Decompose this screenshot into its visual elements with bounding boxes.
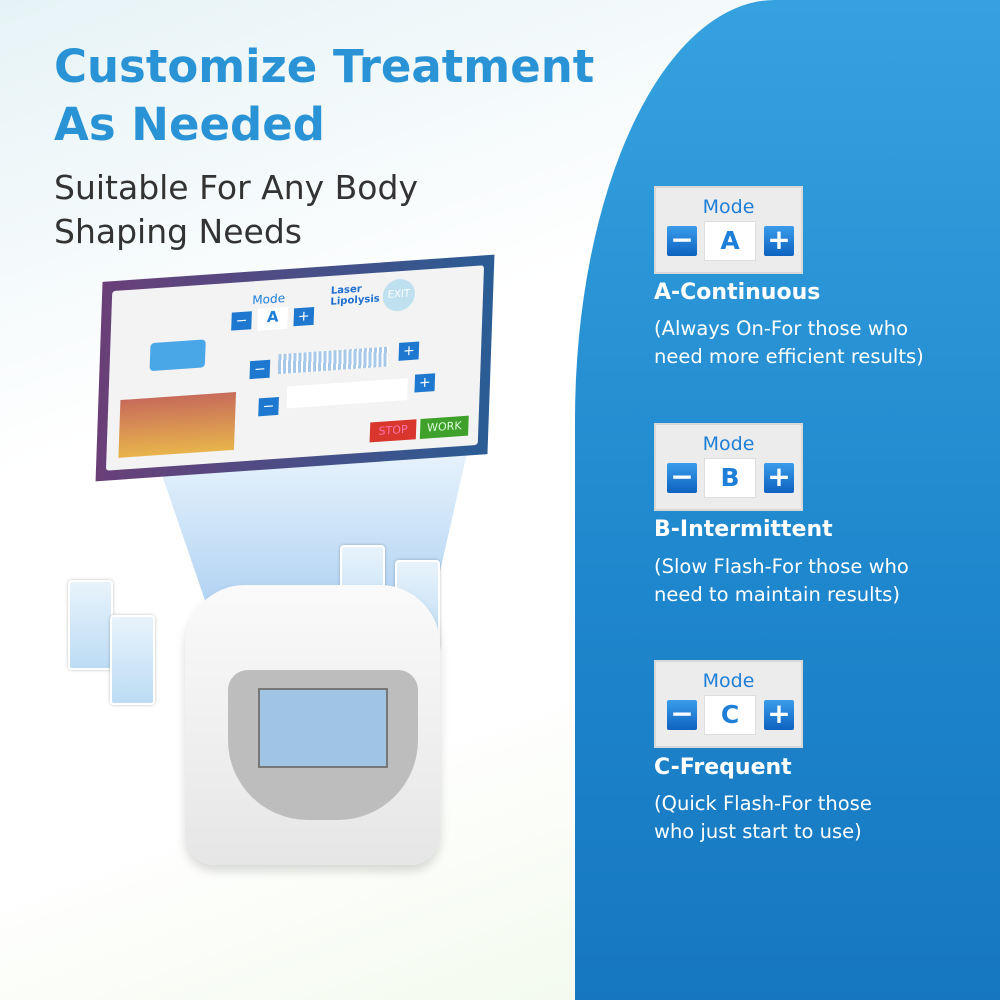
mode-description: (Always On-For those who need more effici… (654, 315, 974, 371)
minus-button[interactable]: − (667, 226, 697, 256)
mode-label: Mode (702, 196, 755, 218)
subtitle-line: Shaping Needs (54, 212, 302, 251)
time-minus-button[interactable]: − (258, 396, 279, 417)
mode-description: (Slow Flash-For those who need to maintai… (654, 553, 974, 609)
plus-button[interactable]: + (764, 463, 794, 493)
screen-mode-label: Mode (252, 291, 286, 308)
screen-mode-value: A (257, 306, 289, 331)
device-screen (228, 670, 418, 820)
minus-button[interactable]: − (667, 700, 697, 730)
mode-title: C-Frequent (654, 755, 792, 780)
mode-label: Mode (702, 670, 755, 692)
desc-line: (Quick Flash-For those (654, 792, 872, 815)
mode-value: C (704, 695, 756, 735)
desc-line: need to maintain results) (654, 583, 900, 606)
mode-value: B (704, 458, 756, 498)
mode-value: A (704, 221, 756, 261)
desc-line: who just start to use) (654, 820, 862, 843)
intensity-plus-button[interactable]: + (398, 341, 420, 361)
pad-icon (149, 339, 206, 372)
minus-button[interactable]: − (667, 463, 697, 493)
desc-line: (Slow Flash-For those who (654, 555, 909, 578)
mode-label: Mode (702, 433, 755, 455)
desc-line: (Always On-For those who (654, 317, 909, 340)
mode-title: A-Continuous (654, 280, 821, 305)
stop-button[interactable]: STOP (369, 419, 417, 443)
laser-pad (110, 615, 155, 705)
mode-title: B-Intermittent (654, 517, 833, 542)
time-plus-button[interactable]: + (414, 373, 436, 393)
exit-button[interactable]: EXIT (382, 278, 416, 313)
intensity-bar (277, 346, 389, 375)
plus-button[interactable]: + (764, 226, 794, 256)
mode-b-widget: Mode − B + (654, 423, 803, 511)
work-button[interactable]: WORK (419, 415, 469, 439)
desc-line: need more efficient results) (654, 345, 924, 368)
screen-minus-button[interactable]: − (231, 311, 252, 331)
subtitle-line: Suitable For Any Body (54, 168, 418, 207)
mode-a-widget: Mode − A + (654, 186, 803, 274)
plus-button[interactable]: + (764, 700, 794, 730)
title-line: Customize Treatment (54, 40, 595, 93)
time-field (286, 378, 408, 409)
skin-diagram (118, 391, 237, 458)
intensity-minus-button[interactable]: − (249, 359, 271, 380)
brand-line: Lipolysis (330, 293, 380, 308)
screen-plus-button[interactable]: + (293, 306, 315, 327)
mode-c-widget: Mode − C + (654, 660, 803, 748)
laser-pad (68, 580, 113, 670)
mode-description: (Quick Flash-For those who just start to … (654, 790, 974, 846)
title-line: As Needed (54, 98, 325, 151)
